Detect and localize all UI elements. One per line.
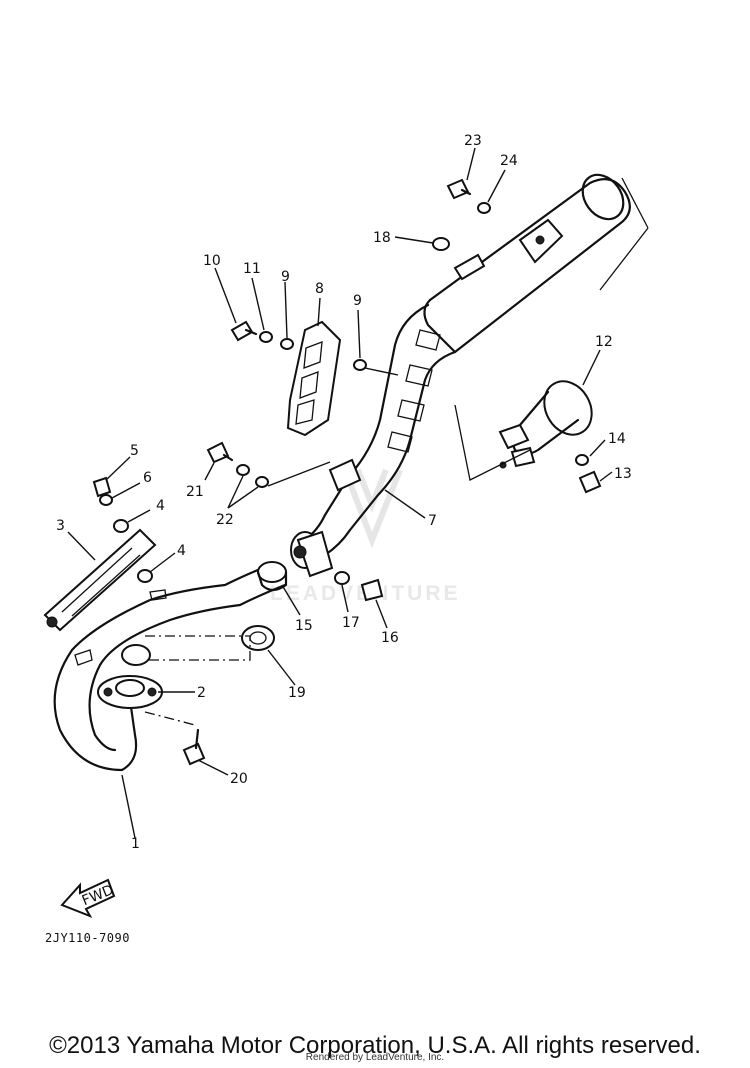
callout-10: 10 [203,253,221,269]
callout-1: 1 [131,836,140,852]
leader-lines [67,147,613,839]
callout-12: 12 [595,334,613,350]
callout-8: 8 [315,281,324,297]
callout-7: 7 [428,513,437,529]
callout-4a: 4 [156,498,165,514]
detail-box-lines [454,177,649,481]
callout-numbers: 1 2 3 4 4 5 6 7 8 9 9 10 11 12 13 14 15 … [56,133,632,852]
exhaust-pipe [53,563,287,772]
callout-6: 6 [143,470,152,486]
callout-21: 21 [186,484,204,500]
rendered-by-notice: Rendered by LeadVenture, Inc. [305,1052,445,1063]
callout-20: 20 [230,771,248,787]
callout-3: 3 [56,518,65,534]
muffler-assembly [290,173,631,578]
heat-protector [286,320,342,437]
copyright-notice: ©2013 Yamaha Motor Corporation, U.S.A. A… [49,1032,701,1059]
callout-2: 2 [197,685,206,701]
callout-18: 18 [373,230,391,246]
pipe-protector [43,528,157,632]
callout-13: 13 [614,466,632,482]
callout-15: 15 [295,618,313,634]
silencer-end-cap [498,380,593,469]
callout-9a: 9 [281,269,290,285]
callout-23: 23 [464,133,482,149]
callout-24: 24 [500,153,518,169]
callout-19: 19 [288,685,306,701]
callout-4b: 4 [177,543,186,559]
callout-5: 5 [130,443,139,459]
fwd-label: FWD [80,882,116,909]
callout-16: 16 [381,630,399,646]
diagram-code: 2JY110-7090 [45,931,130,945]
callout-14: 14 [608,431,626,447]
small-parts [92,178,602,766]
callout-17: 17 [342,615,360,631]
callout-11: 11 [243,261,261,277]
callout-22: 22 [216,512,234,528]
fwd-arrow-icon: FWD [60,878,116,918]
callout-9b: 9 [353,293,362,309]
